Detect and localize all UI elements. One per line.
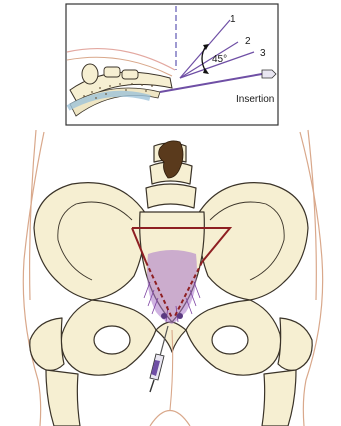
left-obturator-foramen (94, 326, 130, 354)
anesthetic-spread (147, 250, 197, 324)
right-femur (278, 318, 312, 370)
pubic-symphysis (156, 322, 186, 352)
lumbar-vertebra (146, 184, 196, 208)
left-femur-shaft (46, 370, 80, 426)
left-ilium (34, 183, 146, 300)
right-ilium (198, 183, 308, 300)
sacral-cornu-right (177, 313, 183, 319)
inset-frame (66, 4, 278, 125)
insertion-caption: Insertion (236, 94, 274, 105)
needle-label-3: 3 (260, 48, 266, 59)
right-femur-shaft (262, 370, 296, 426)
syringe-plunger (150, 380, 154, 392)
sacral-cornu-left (161, 313, 167, 319)
inset-vertebral-segment (104, 67, 120, 77)
insertion-inset: 1 2 3 45° Insertion (66, 4, 278, 125)
needle-label-1: 1 (230, 14, 236, 25)
angle-label: 45° (212, 54, 227, 65)
needle-label-2: 2 (245, 36, 251, 47)
inset-sacral-spine (82, 64, 98, 84)
inset-vertebral-segment (122, 70, 138, 79)
left-femur (30, 318, 64, 370)
right-obturator-foramen (212, 326, 248, 354)
